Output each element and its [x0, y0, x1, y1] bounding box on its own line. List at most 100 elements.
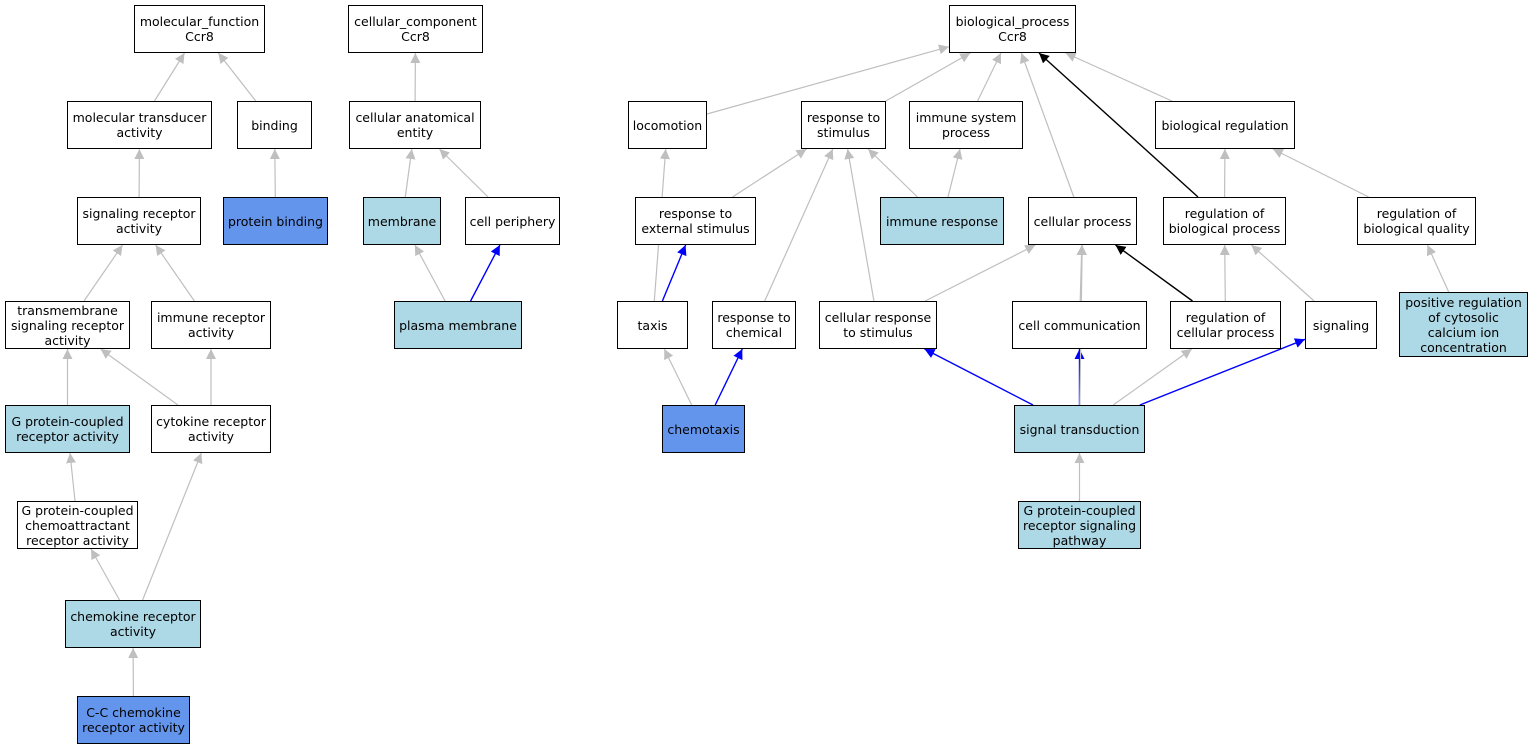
- node-label: cellular response to stimulus: [824, 310, 932, 340]
- edge-membrane-to-cae: [404, 148, 416, 198]
- node-cellular-response-to-stimulus: cellular response to stimulus: [819, 301, 937, 349]
- edge-pm-to-membrane: [414, 244, 446, 302]
- node-label: molecular_function Ccr8: [139, 14, 260, 44]
- node-label: G protein-coupled receptor activity: [11, 414, 124, 444]
- node-label: signaling: [1312, 317, 1370, 333]
- node-label: chemokine receptor activity: [70, 609, 196, 639]
- node-label: cellular process: [1033, 213, 1132, 229]
- node-label: response to external stimulus: [641, 206, 750, 236]
- node-chemokine-receptor-activity: chemokine receptor activity: [65, 600, 201, 648]
- node-cell-periphery: cell periphery: [465, 197, 560, 245]
- node-signaling-receptor-activity: signaling receptor activity: [77, 197, 201, 245]
- edge-chemo-to-rtc: [714, 348, 743, 406]
- edge-st-to-rcp: [1112, 348, 1193, 406]
- edge-cra-to-tsra: [100, 348, 179, 406]
- edge-res-to-rts: [732, 148, 807, 198]
- node-cellular-process: cellular process: [1028, 197, 1137, 245]
- node-locomotion: locomotion: [628, 101, 707, 149]
- node-label: cellular anatomical entity: [355, 110, 475, 140]
- node-label: transmembrane signaling receptor activit…: [10, 302, 125, 348]
- node-membrane: membrane: [363, 197, 441, 245]
- edge-rcp-to-cellp: [1115, 244, 1193, 302]
- edge-rts-to-bp: [885, 52, 971, 102]
- edge-rbp-to-bp: [1038, 52, 1199, 198]
- node-label: biological regulation: [1161, 117, 1289, 133]
- node-label: chemotaxis: [667, 421, 740, 437]
- edge-ira-to-sra: [155, 244, 195, 302]
- node-label: regulation of biological quality: [1363, 206, 1470, 236]
- edge-pb-to-binding: [269, 148, 280, 198]
- node-molecular-function: molecular_function Ccr8: [134, 5, 265, 53]
- node-regulation-of-cellular-process: regulation of cellular process: [1170, 301, 1281, 349]
- edge-tsra-to-sra: [83, 244, 123, 302]
- edge-crs-to-cellp: [924, 244, 1036, 302]
- edge-rcp-to-rbp: [1219, 244, 1230, 302]
- node-label: immune system process: [915, 110, 1017, 140]
- node-response-to-stimulus: response to stimulus: [801, 101, 886, 149]
- node-label: immune receptor activity: [156, 310, 266, 340]
- edge-taxis-to-res: [661, 244, 687, 302]
- node-biological-regulation: biological regulation: [1155, 101, 1295, 149]
- node-label: molecular transducer activity: [72, 110, 207, 140]
- node-positive-regulation-of-cytosolic-calcium-ion-concentration: positive regulation of cytosolic calcium…: [1399, 292, 1528, 357]
- node-cc-chemokine-receptor-activity: C-C chemokine receptor activity: [77, 696, 190, 744]
- edge-cellp-to-bp: [1020, 52, 1075, 198]
- edge-rtc-to-rts: [764, 148, 834, 302]
- node-immune-system-process: immune system process: [909, 101, 1023, 149]
- node-chemotaxis: chemotaxis: [662, 405, 745, 453]
- edge-rbq-to-breg: [1272, 148, 1369, 198]
- node-cellular-anatomical-entity: cellular anatomical entity: [349, 101, 481, 149]
- edge-ir-to-isp: [947, 148, 963, 198]
- node-label: C-C chemokine receptor activity: [82, 705, 185, 735]
- node-g-protein-coupled-receptor-signaling-pathway: G protein-coupled receptor signaling pat…: [1018, 501, 1141, 549]
- edge-st-to-crs: [924, 348, 1034, 406]
- node-response-to-chemical: response to chemical: [712, 301, 796, 349]
- node-immune-receptor-activity: immune receptor activity: [151, 301, 271, 349]
- node-label: cytokine receptor activity: [156, 414, 266, 444]
- node-immune-response: immune response: [880, 197, 1004, 245]
- node-label: positive regulation of cytosolic calcium…: [1405, 294, 1522, 355]
- edge-cp-to-cae: [438, 148, 489, 198]
- edge-pm-to-cp: [469, 244, 501, 302]
- edge-st-to-sig: [1139, 338, 1306, 406]
- node-cytokine-receptor-activity: cytokine receptor activity: [151, 405, 271, 453]
- node-cell-communication: cell communication: [1012, 301, 1147, 349]
- edge-isp-to-bp: [977, 52, 1002, 102]
- node-taxis: taxis: [617, 301, 688, 349]
- edge-chemo-to-taxis: [663, 348, 693, 406]
- node-regulation-of-biological-quality: regulation of biological quality: [1357, 197, 1476, 245]
- edge-breg-to-bp: [1065, 52, 1173, 102]
- edge-chra-to-gpcca: [90, 548, 121, 601]
- node-label: response to chemical: [717, 310, 791, 340]
- node-plasma-membrane: plasma membrane: [394, 301, 522, 349]
- node-label: cell communication: [1018, 317, 1141, 333]
- node-molecular-transducer-activity: molecular transducer activity: [67, 101, 212, 149]
- node-label: plasma membrane: [399, 317, 517, 333]
- node-label: protein binding: [227, 213, 323, 229]
- node-g-protein-coupled-chemoattractant-receptor-activity: G protein-coupled chemoattractant recept…: [17, 501, 138, 549]
- node-label: immune response: [885, 213, 999, 229]
- edge-gpcca-to-gpcr: [66, 452, 77, 502]
- node-signal-transduction: signal transduction: [1014, 405, 1145, 453]
- edge-crs-to-rts: [844, 148, 875, 302]
- node-regulation-of-biological-process: regulation of biological process: [1163, 197, 1286, 245]
- node-label: G protein-coupled receptor signaling pat…: [1022, 502, 1137, 548]
- node-biological-process: biological_process Ccr8: [949, 5, 1076, 53]
- node-label: regulation of cellular process: [1176, 310, 1275, 340]
- node-label: G protein-coupled chemoattractant recept…: [21, 502, 134, 548]
- node-label: cell periphery: [469, 213, 556, 229]
- edge-prc-to-rbq: [1426, 244, 1450, 293]
- node-label: signal transduction: [1019, 421, 1140, 437]
- node-cellular-component: cellular_component Ccr8: [348, 5, 483, 53]
- node-transmembrane-signaling-receptor-activity: transmembrane signaling receptor activit…: [5, 301, 130, 349]
- edge-chra-to-cra: [142, 452, 203, 601]
- node-label: signaling receptor activity: [82, 206, 196, 236]
- node-g-protein-coupled-receptor-activity: G protein-coupled receptor activity: [5, 405, 130, 453]
- edge-ir-to-rts: [867, 148, 918, 198]
- node-label: cellular_component Ccr8: [354, 14, 477, 44]
- node-label: regulation of biological process: [1168, 206, 1281, 236]
- edge-sig-to-rbp: [1251, 244, 1315, 302]
- node-label: taxis: [637, 317, 668, 333]
- node-signaling: signaling: [1305, 301, 1377, 349]
